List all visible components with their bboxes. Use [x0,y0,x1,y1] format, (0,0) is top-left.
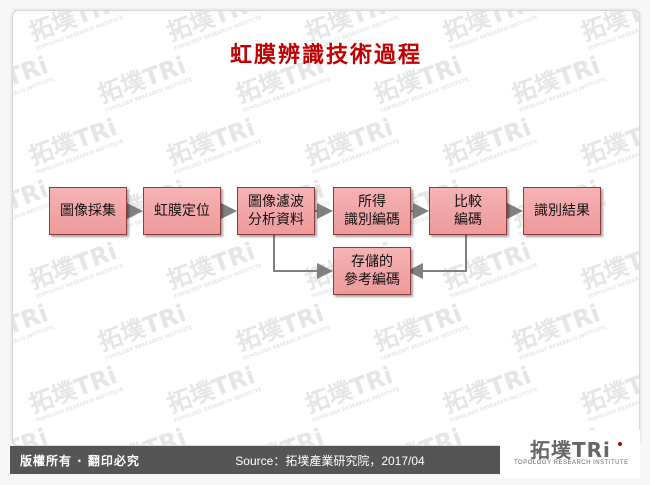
arrow-compare-to-stored [407,235,467,279]
box-stored-reference-code: 存儲的 參考編碼 [333,247,411,295]
box-image-filtering: 圖像濾波 分析資料 [237,187,315,235]
logo-tri: TRi [572,438,611,462]
logo-subtitle: TOPOLOGY RESEARCH INSTITUTE [514,460,629,466]
box-image-acquisition: 圖像採集 [49,187,127,235]
logo-accent-dot [618,442,622,446]
box-derived-code: 所得 識別編碼 [333,187,411,235]
box-iris-localization: 虹膜定位 [143,187,221,235]
page-title: 虹膜辨識技術過程 [229,42,422,68]
company-logo: 拓墣TRi TOPOLOGY RESEARCH INSTITUTE [500,430,640,478]
flow-diagram [127,203,523,279]
arrow-filter-to-stored [273,235,333,279]
box-compare-code: 比較 編碼 [429,187,507,235]
box-recognition-result: 識別結果 [523,187,601,235]
source-text: Source：拓墣產業研究院，2017/04 [235,453,425,468]
copyright-text: 版權所有 · 翻印必究 [20,453,140,468]
logo-chinese: 拓墣 [530,438,572,462]
